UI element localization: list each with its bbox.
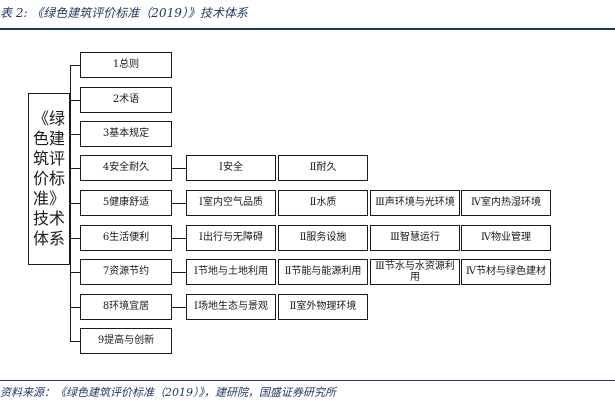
- item-connector: [172, 272, 186, 273]
- item-box: Ⅱ室外物理环境: [278, 294, 368, 320]
- category-box: 2术语: [80, 87, 172, 113]
- root-text-line: 准》: [32, 189, 65, 208]
- item-box: Ⅰ出行与无障碍: [186, 225, 276, 251]
- trunk-branch: [70, 65, 80, 66]
- category-box: 7资源节约: [80, 259, 172, 285]
- trunk-branch: [70, 100, 80, 101]
- trunk-branch: [70, 272, 80, 273]
- item-box: Ⅰ节地与土地利用: [186, 259, 276, 285]
- table-caption: 表 2: 《绿色建筑评价标准（2019）》技术体系: [0, 6, 248, 20]
- item-box: Ⅰ室内空气品质: [186, 190, 276, 216]
- item-box: Ⅳ物业管理: [461, 225, 551, 251]
- item-connector: [172, 168, 186, 169]
- category-box: 3基本规定: [80, 121, 172, 147]
- category-box: 6生活便利: [80, 225, 172, 251]
- item-box: Ⅲ声环境与光环境: [370, 190, 460, 216]
- item-box: Ⅳ节材与绿色建材: [461, 259, 551, 285]
- trunk-branch: [70, 307, 80, 308]
- item-box: Ⅰ场地生态与景观: [186, 294, 276, 320]
- category-box: 8环境宜居: [80, 294, 172, 320]
- item-box: Ⅲ智慧运行: [370, 225, 460, 251]
- item-connector: [172, 203, 186, 204]
- trunk-branch: [70, 341, 80, 342]
- item-box: Ⅱ耐久: [278, 155, 368, 181]
- root-text-line: 技术: [32, 209, 65, 228]
- item-box: Ⅱ服务设施: [278, 225, 368, 251]
- item-box: Ⅱ节能与能源利用: [278, 259, 368, 285]
- root-node: 《绿色建筑评价标准》技术体系: [28, 93, 70, 265]
- item-box: Ⅲ节水与水资源利用: [370, 259, 460, 285]
- category-box: 5健康舒适: [80, 190, 172, 216]
- item-box: Ⅰ安全: [186, 155, 276, 181]
- trunk-branch: [70, 168, 80, 169]
- root-text-line: 体系: [32, 229, 65, 248]
- bottom-rule: [0, 380, 615, 381]
- category-box: 9提高与创新: [80, 328, 172, 354]
- category-box: 4安全耐久: [80, 155, 172, 181]
- root-text-line: 价标: [32, 169, 65, 188]
- trunk-branch: [70, 134, 80, 135]
- item-box: Ⅱ水质: [278, 190, 368, 216]
- trunk-branch: [70, 203, 80, 204]
- root-text-line: 色建: [32, 129, 65, 148]
- item-connector: [172, 307, 186, 308]
- trunk-branch: [70, 238, 80, 239]
- item-box: Ⅳ室内热湿环境: [461, 190, 551, 216]
- category-box: 1总则: [80, 52, 172, 78]
- item-connector: [172, 238, 186, 239]
- root-text-line: 筑评: [32, 149, 65, 168]
- root-text-line: 《绿: [32, 109, 65, 128]
- source-note: 资料来源：《绿色建筑评价标准（2019）》，建研院，国盛证券研究所: [0, 386, 336, 399]
- top-rule: [0, 28, 615, 30]
